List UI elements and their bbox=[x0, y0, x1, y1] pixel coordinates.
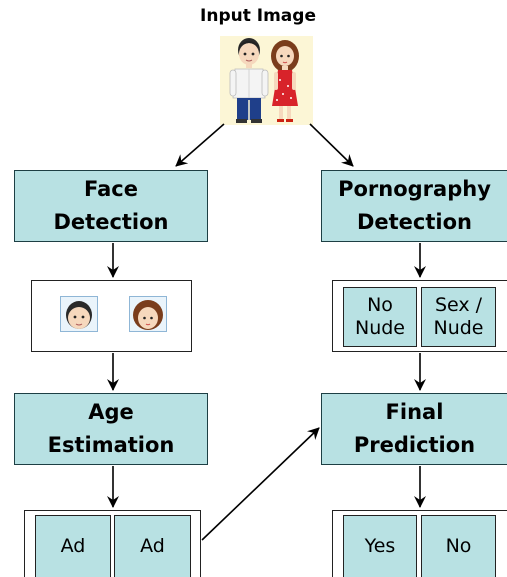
age-estimation-block: Age Estimation bbox=[14, 393, 208, 465]
man-figure bbox=[229, 38, 269, 123]
arrow-image-to-face-detection bbox=[175, 123, 225, 167]
face-detection-block: Face Detection bbox=[14, 170, 208, 242]
final-output-yes: Yes bbox=[343, 515, 417, 577]
female-face-thumbnail bbox=[129, 296, 167, 332]
final-output-no: No bbox=[421, 515, 496, 577]
input-image bbox=[220, 36, 313, 125]
sex-nude-class: Sex / Nude bbox=[421, 287, 496, 347]
arrow-image-to-pornography-detection bbox=[309, 123, 354, 167]
pornography-detection-block: Pornography Detection bbox=[321, 170, 507, 242]
couple-illustration bbox=[229, 38, 299, 123]
input-image-title: Input Image bbox=[200, 6, 316, 26]
no-nude-class: No Nude bbox=[343, 287, 417, 347]
final-prediction-block: Final Prediction bbox=[321, 393, 507, 465]
woman-figure bbox=[271, 40, 299, 122]
arrow-age-outputs-to-final-prediction bbox=[201, 427, 320, 541]
age-output-2: Ad bbox=[114, 515, 191, 577]
male-face-thumbnail bbox=[60, 296, 98, 332]
age-output-1: Ad bbox=[35, 515, 111, 577]
